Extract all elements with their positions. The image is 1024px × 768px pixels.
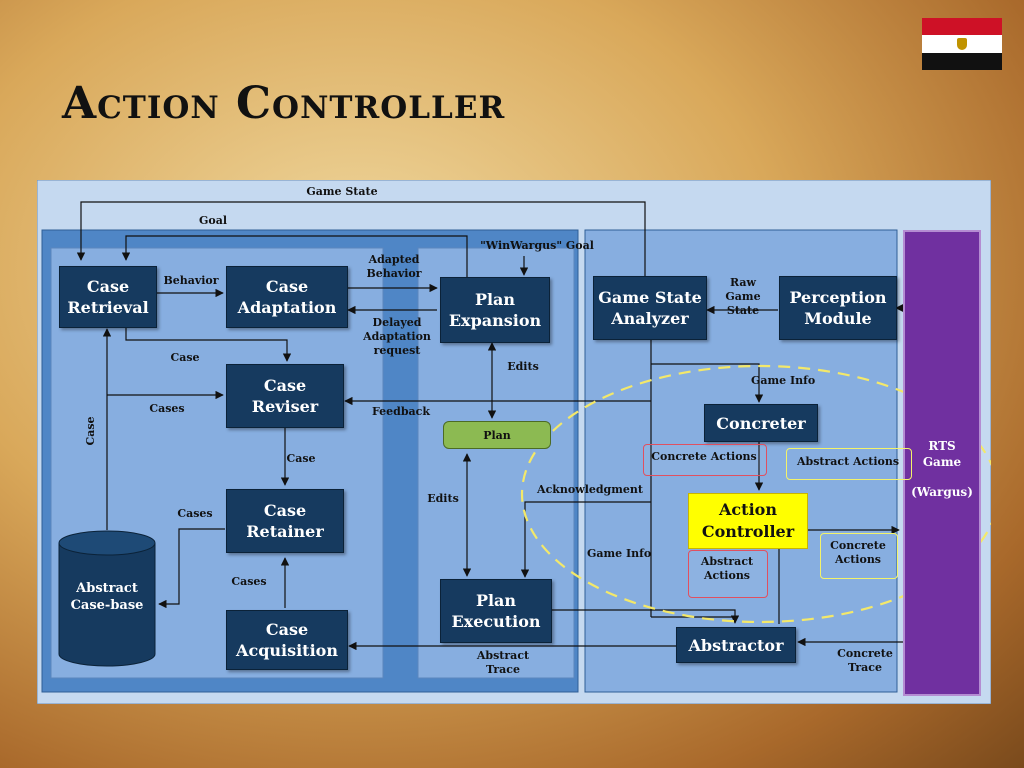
perception-module-node: Perception Module: [779, 276, 897, 340]
plan-expansion-node: Plan Expansion: [440, 277, 550, 343]
concrete-actions-tag-2: [820, 533, 898, 579]
abstract-actions-label-2: Abstract Actions: [700, 555, 754, 582]
feedback-label: Feedback: [371, 405, 431, 418]
game-state-label: Game State: [306, 185, 378, 198]
case-retainer-node: Case Retainer: [226, 489, 344, 553]
case-acquisition-node: Case Acquisition: [226, 610, 348, 670]
abstract-actions-tag-2: [688, 550, 768, 598]
action-controller-node: Action Controller: [688, 493, 808, 549]
plan-node: Plan: [443, 421, 551, 449]
page-title: Action Controller: [62, 78, 506, 129]
case-base-cylinder: [58, 530, 156, 667]
delayed-adaptation-label: Delayed Adaptation request: [363, 316, 431, 357]
adapted-behavior-label: Adapted Behavior: [366, 253, 422, 280]
abstract-actions-tag: [786, 448, 912, 480]
abstract-actions-label-1: Abstract Actions: [796, 455, 900, 468]
behavior-label: Behavior: [163, 274, 219, 287]
plan-execution-node: Plan Execution: [440, 579, 552, 643]
abstractor-node: Abstractor: [676, 627, 796, 663]
concrete-actions-label-1: Concrete Actions: [651, 450, 757, 463]
case-base-label: Abstract Case-base: [70, 581, 144, 613]
concrete-actions-tag: [643, 444, 767, 476]
rts-game-bar: [903, 230, 981, 696]
rts-game-label: RTS Game: [922, 439, 962, 469]
egypt-flag-icon: [922, 18, 1002, 71]
acknowledgment-label: Acknowledgment: [537, 483, 643, 496]
case-reviser-node: Case Reviser: [226, 364, 344, 428]
architecture-diagram: Case Retrieval Case Adaptation Case Revi…: [37, 180, 991, 704]
edits-label-2: Edits: [427, 492, 459, 505]
goal-label: Goal: [198, 214, 228, 227]
concrete-trace-label: Concrete Trace: [837, 647, 893, 674]
wargus-label: (Wargus): [911, 485, 973, 499]
case-label-2: Case: [286, 452, 316, 465]
raw-game-state-label: Raw Game State: [725, 276, 761, 317]
game-state-analyzer-node: Game State Analyzer: [593, 276, 707, 340]
cases-label-3: Cases: [231, 575, 267, 588]
abstract-trace-label: Abstract Trace: [476, 649, 530, 676]
case-vertical-label: Case: [84, 416, 97, 446]
cases-label-2: Cases: [177, 507, 213, 520]
game-info-label-1: Game Info: [751, 374, 816, 387]
highlight-ellipse: [520, 364, 991, 624]
cases-label-1: Cases: [149, 402, 185, 415]
case-adaptation-node: Case Adaptation: [226, 266, 348, 328]
concrete-actions-label-2: Concrete Actions: [830, 539, 886, 566]
concreter-node: Concreter: [704, 404, 818, 442]
winwargus-goal-label: "WinWargus" Goal: [480, 239, 594, 252]
game-info-label-2: Game Info: [587, 547, 652, 560]
edits-label-1: Edits: [507, 360, 539, 373]
case-retrieval-node: Case Retrieval: [59, 266, 157, 328]
case-label-1: Case: [170, 351, 200, 364]
